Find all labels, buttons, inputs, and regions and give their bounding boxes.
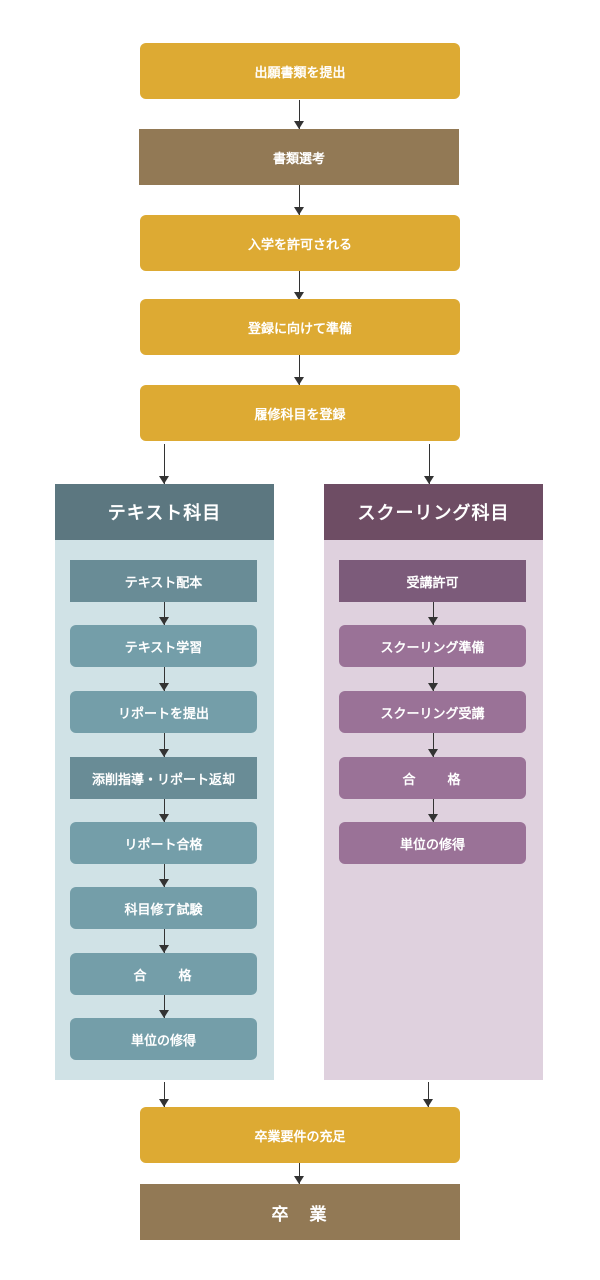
schooling-step-attend: スクーリング受講 [339, 691, 526, 733]
submit-application-step: 出願書類を提出 [140, 43, 460, 99]
text-step-credit: 単位の修得 [70, 1018, 257, 1060]
arrow-down [428, 602, 439, 625]
arrow-down [294, 185, 305, 215]
text-step-report-pass: リポート合格 [70, 822, 257, 864]
admission-granted-step: 入学を許可される [140, 215, 460, 271]
arrow-down [294, 100, 305, 129]
text-step-study: テキスト学習 [70, 625, 257, 667]
course-registration-step: 履修科目を登録 [140, 385, 460, 441]
graduation-requirements-step: 卒業要件の充足 [140, 1107, 460, 1163]
text-step-feedback: 添削指導・リポート返却 [70, 757, 257, 799]
text-step-pass: 合 格 [70, 953, 257, 995]
arrow-down [159, 995, 170, 1018]
arrow-down-from-text-subjects [159, 1082, 170, 1107]
arrow-down [294, 1163, 305, 1184]
schooling-step-pass: 合 格 [339, 757, 526, 799]
arrow-down [428, 799, 439, 822]
document-screening-step: 書類選考 [139, 129, 459, 185]
text-step-distribution: テキスト配本 [70, 560, 257, 602]
arrow-down [159, 667, 170, 691]
arrow-down [294, 271, 305, 300]
registration-prep-step: 登録に向けて準備 [140, 299, 460, 355]
arrow-down [428, 667, 439, 691]
text-subjects-title: テキスト科目 [55, 484, 274, 540]
graduation-step: 卒 業 [140, 1184, 460, 1240]
arrow-down [159, 733, 170, 757]
arrow-down [428, 733, 439, 757]
schooling-step-credit: 単位の修得 [339, 822, 526, 864]
arrow-down [159, 929, 170, 953]
arrow-down-to-text-subjects [159, 444, 170, 484]
arrow-down [159, 602, 170, 625]
schooling-step-permission: 受講許可 [339, 560, 526, 602]
arrow-down [159, 799, 170, 822]
text-step-submit-report: リポートを提出 [70, 691, 257, 733]
arrow-down [294, 355, 305, 385]
arrow-down-from-schooling-subjects [423, 1082, 434, 1107]
text-step-exam: 科目修了試験 [70, 887, 257, 929]
schooling-subjects-title: スクーリング科目 [324, 484, 543, 540]
schooling-step-prep: スクーリング準備 [339, 625, 526, 667]
arrow-down-to-schooling-subjects [424, 444, 435, 484]
arrow-down [159, 864, 170, 887]
